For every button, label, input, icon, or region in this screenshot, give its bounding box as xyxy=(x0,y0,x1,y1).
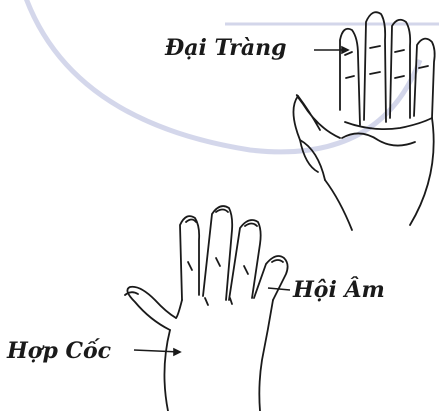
upper-hand xyxy=(293,12,434,230)
label-hoi-am: Hội Âm xyxy=(293,279,385,301)
pointer-lines xyxy=(134,47,348,355)
label-dai-trang: Đại Tràng xyxy=(165,37,287,59)
lower-hand xyxy=(125,206,288,411)
hoi-am-pointer xyxy=(268,288,290,290)
hop-coc-arrowhead xyxy=(174,349,180,355)
dai-trang-arrowhead xyxy=(342,47,348,53)
label-hop-coc: Hợp Cốc xyxy=(7,340,111,362)
hop-coc-pointer xyxy=(134,350,180,352)
